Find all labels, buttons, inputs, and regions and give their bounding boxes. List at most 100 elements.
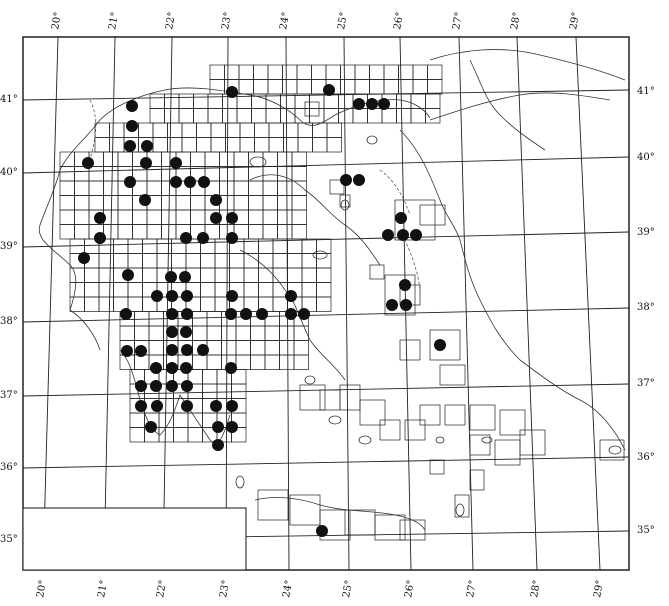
grid-cell [158,427,174,443]
grid-cell [268,137,284,153]
occurrence-dot [166,362,178,374]
grid-cell [316,296,332,312]
grid-cell [338,108,354,124]
lon-label-top: 25° [336,11,350,30]
grid-cell [192,325,208,341]
grid-cell [167,122,183,138]
occurrence-dot [210,212,222,224]
grid-cell [272,296,288,312]
grid-cell [210,122,226,138]
occurrence-dot [226,400,238,412]
grid-cell [200,267,216,283]
grid-cell [84,296,100,312]
grid-cell [412,79,428,95]
grid-cell [69,282,85,298]
occurrence-dot [170,157,182,169]
grid-cell [250,340,266,356]
occurrence-dot [316,525,328,537]
grid-cell [272,253,288,269]
grid-cell [289,494,321,526]
grid-cell [190,151,206,167]
grid-cell [469,469,485,491]
occurrence-dot [166,380,178,392]
occurrence-dot [121,345,133,357]
grid-cell [339,194,351,208]
occurrence-dot [126,120,138,132]
lat-label-right: 39° [637,227,655,238]
grid-cell [233,180,249,196]
grid-cell [219,195,235,211]
occurrence-dot [410,229,422,241]
occurrence-dot [151,290,163,302]
grid-cell [367,108,383,124]
grid-cell [427,79,443,95]
grid-cell [59,209,75,225]
grid-cell [258,253,274,269]
grid-cell [149,108,165,124]
grid-cell [103,151,119,167]
occurrence-dot [151,400,163,412]
grid-cell [282,64,298,80]
grid-cell [103,166,119,182]
grid-cell [134,354,150,370]
grid-cell [410,108,426,124]
occurrence-dot [226,232,238,244]
occurrence-dot [135,380,147,392]
grid-cell [206,340,222,356]
lon-label-bottom: 23° [218,579,232,598]
occurrence-dot [240,308,252,320]
occurrence-dot [180,362,192,374]
grid-cell [119,354,135,370]
grid-cell [301,253,317,269]
grid-cell [196,122,212,138]
grid-cell [200,253,216,269]
grid-cell [258,282,274,298]
grid-cell [236,108,252,124]
grid-cell [340,64,356,80]
grid-cell [173,412,189,428]
grid-cell [384,274,416,316]
grid-cell [202,383,218,399]
grid-cell [196,137,212,153]
grid-cell [138,122,154,138]
grid-cell [209,79,225,95]
grid-cell [311,64,327,80]
grid-cell [229,253,245,269]
grid-cell [206,325,222,341]
grid-cell [374,514,406,541]
grid-cell [283,137,299,153]
grid-cell [297,137,313,153]
lat-labels-right: 41° 40° 39° 38° 37° 36° 35° [637,86,655,536]
grid-cell [219,151,235,167]
grid-cell [339,384,361,411]
occurrence-dot [181,308,193,320]
grid-cell [257,489,289,521]
occurrence-dot [397,229,409,241]
grid-cell [181,137,197,153]
lon-labels-bottom: 20° 21° 22° 23° 24° 25° 26° 27° 28° 29° [35,579,606,598]
grid-cell [439,364,466,386]
occurrence-dot [181,344,193,356]
grid-cell [338,93,354,109]
grid-cell [280,93,296,109]
grid-cell [117,209,133,225]
lon-label-bottom: 27° [465,579,479,598]
grid-cell [369,79,385,95]
grid-cell [171,253,187,269]
occurrence-dot [120,308,132,320]
grid-cell [221,325,237,341]
occurrence-dot [140,157,152,169]
grid-cell [74,224,90,240]
grid-cell [142,238,158,254]
occurrence-dot [180,232,192,244]
lat-label-right: 37° [637,378,655,389]
occurrence-dot [212,421,224,433]
occurrence-dot [181,290,193,302]
grid-cell [238,79,254,95]
grid-cell [329,179,345,195]
grid-cell [264,340,280,356]
grid-cell [250,325,266,341]
grid-cell [429,329,461,361]
grid-cell [354,79,370,95]
grid-cell [148,340,164,356]
